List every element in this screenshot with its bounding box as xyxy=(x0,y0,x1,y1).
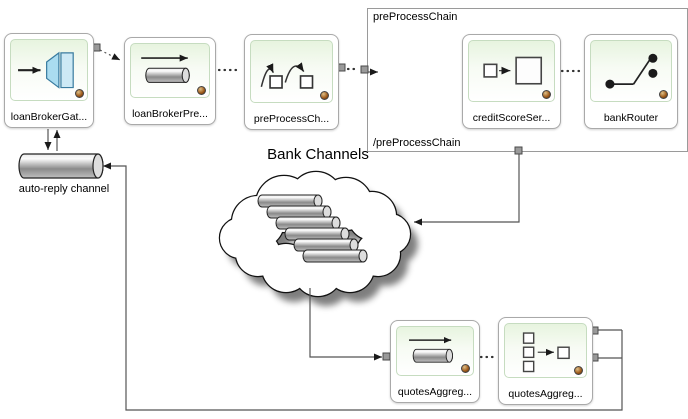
node-bank-router: bankRouter xyxy=(584,34,678,129)
node-icon-area xyxy=(130,43,210,98)
node-quotes-aggregator-channel: quotesAggreg... xyxy=(390,320,480,403)
node-loan-broker-pre-processor: loanBrokerPre... xyxy=(124,37,216,125)
spring-leaf-badge-icon xyxy=(197,86,206,95)
edge-chain-to-container xyxy=(346,67,378,76)
node-quotes-aggregator: quotesAggreg... xyxy=(498,317,593,405)
chain-close-label: /preProcessChain xyxy=(373,137,461,149)
pre-process-chain-container: preProcessChain /preProcessChain xyxy=(367,8,688,152)
node-label: preProcessCh... xyxy=(253,113,330,125)
channel-icon xyxy=(409,336,454,363)
edge-gateway-to-preprocessor xyxy=(99,49,121,61)
channel-icon xyxy=(141,54,191,84)
node-pre-process-chain: preProcessCh... xyxy=(244,34,339,130)
node-label: bankRouter xyxy=(603,112,659,124)
node-label: quotesAggreg... xyxy=(397,386,473,398)
chain-open-label: preProcessChain xyxy=(373,11,458,23)
auto-reply-channel-cylinder xyxy=(18,153,104,179)
spring-leaf-badge-icon xyxy=(75,89,84,98)
edge-bank-channels-to-quotes-channel xyxy=(309,288,382,361)
node-loan-broker-gateway: loanBrokerGat... xyxy=(4,33,94,128)
node-icon-area xyxy=(504,323,587,378)
node-icon-area xyxy=(468,40,555,102)
edge-bankrouter-to-bank-channels xyxy=(414,154,520,226)
spring-leaf-badge-icon xyxy=(659,90,668,99)
aggregator-icon xyxy=(522,332,570,373)
spring-leaf-badge-icon xyxy=(320,91,329,100)
bank-channel-cylinders xyxy=(257,194,368,263)
node-icon-area xyxy=(590,40,672,102)
spring-leaf-badge-icon xyxy=(574,366,583,375)
router-icon xyxy=(604,53,658,89)
node-label: loanBrokerPre... xyxy=(132,108,208,120)
node-label: quotesAggreg... xyxy=(508,388,583,400)
node-credit-score-service: creditScoreSer... xyxy=(462,34,561,129)
chain-icon xyxy=(260,62,313,89)
edge-gateway-auto-reply-arrows xyxy=(44,129,61,151)
node-icon-area xyxy=(250,40,333,103)
node-label: creditScoreSer... xyxy=(472,112,551,124)
spring-leaf-badge-icon xyxy=(461,364,470,373)
node-label: loanBrokerGat... xyxy=(10,111,88,123)
spring-leaf-badge-icon xyxy=(542,90,551,99)
auto-reply-channel-label: auto-reply channel xyxy=(18,183,110,195)
edge-aggregator-to-auto-reply xyxy=(103,162,623,411)
bank-channels-label: Bank Channels xyxy=(267,146,369,163)
service-activator-icon xyxy=(483,56,542,85)
gateway-icon xyxy=(18,51,75,89)
